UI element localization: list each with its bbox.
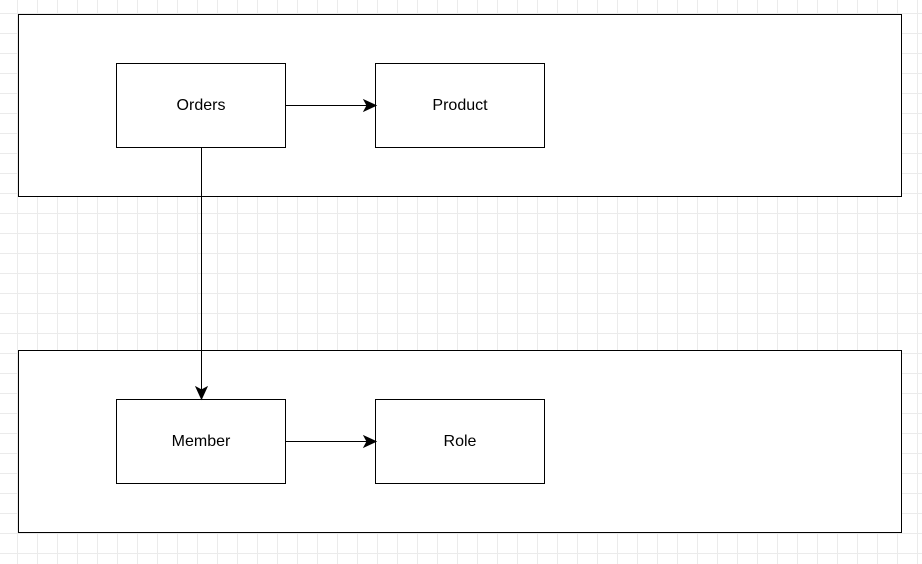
node-member-label: Member <box>171 432 231 450</box>
node-product-label: Product <box>432 96 488 114</box>
node-member[interactable]: Member <box>116 399 286 484</box>
node-role[interactable]: Role <box>375 399 545 484</box>
node-orders[interactable]: Orders <box>116 63 286 148</box>
node-role-label: Role <box>443 432 477 450</box>
node-orders-label: Orders <box>176 96 226 114</box>
node-product[interactable]: Product <box>375 63 545 148</box>
